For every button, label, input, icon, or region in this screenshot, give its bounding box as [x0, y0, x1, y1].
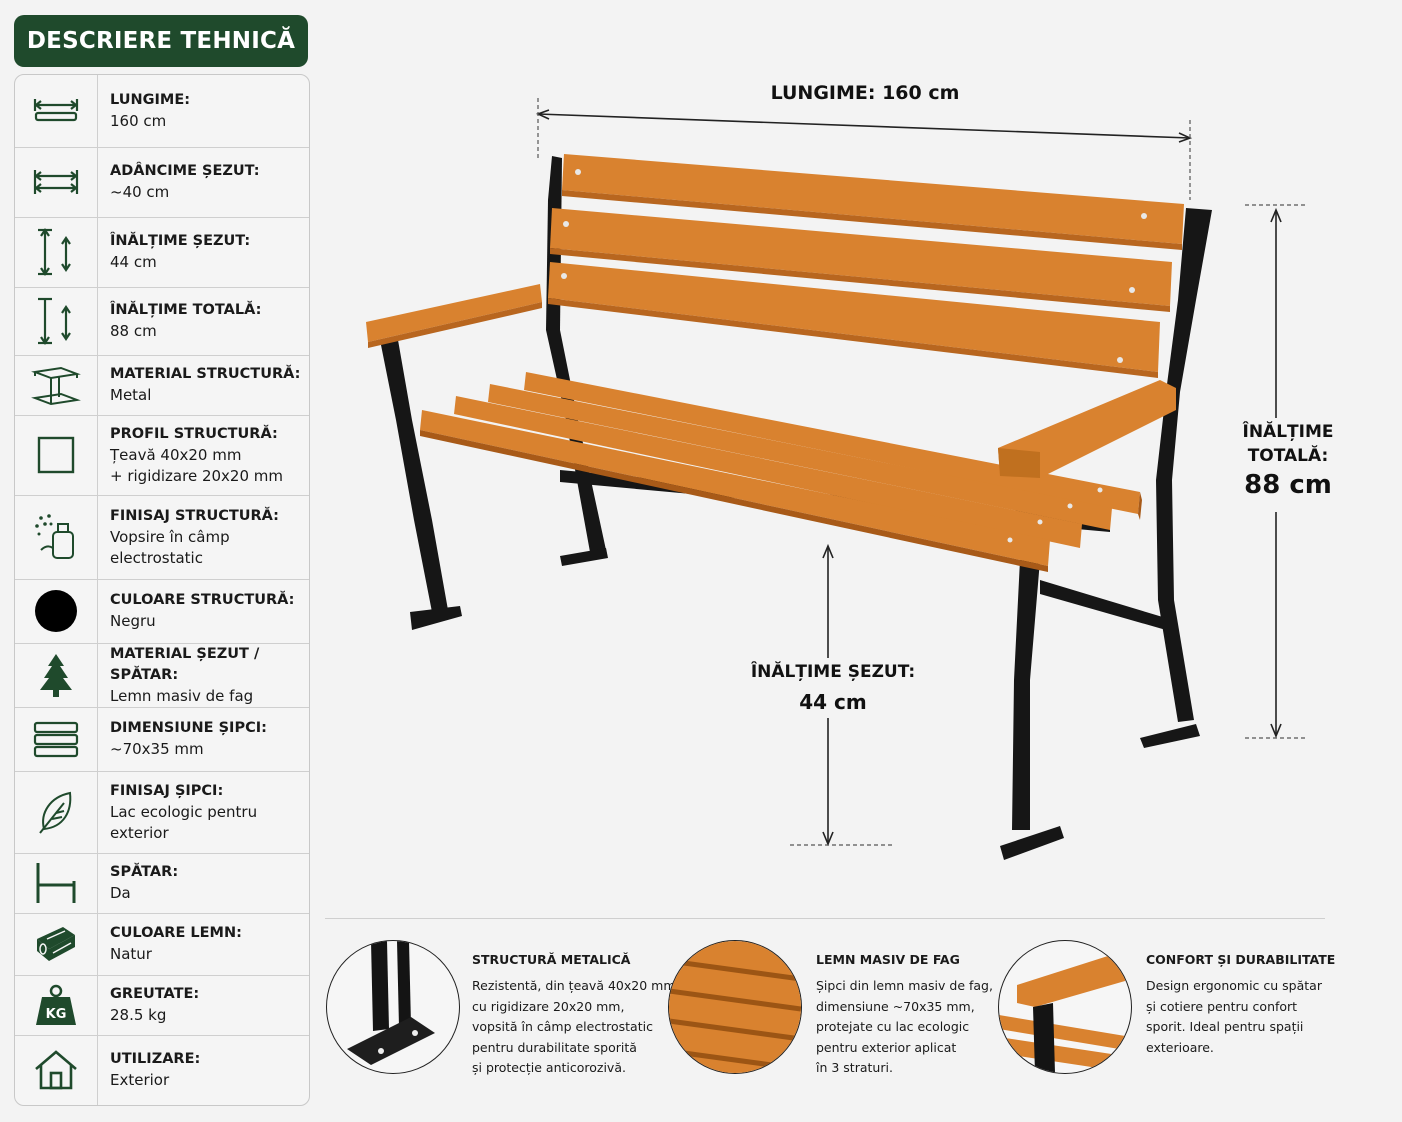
square-profile-icon: [15, 415, 98, 495]
spec-value: Negru: [110, 612, 156, 630]
metal-leg-detail: [326, 940, 460, 1074]
spec-value: Metal: [110, 386, 152, 404]
spec-value: Natur: [110, 945, 152, 963]
spec-row-backrest: SPĂTAR: Da: [15, 853, 309, 914]
spec-row-slat-finish: FINISAJ ȘIPCI: Lac ecologic pentru exteri…: [15, 771, 309, 854]
spec-label: DIMENSIUNE ȘIPCI:: [110, 720, 267, 736]
total-height-label: ÎNĂLȚIME TOTALĂ:: [1242, 422, 1334, 466]
divider: [325, 918, 1325, 919]
spec-value: Lac ecologic pentru exterior: [110, 802, 258, 842]
feature-text: Rezistentă, din țeavă 40x20 mm cu rigidi…: [472, 978, 676, 1075]
feature-title: CONFORT ȘI DURABILITATE: [1146, 952, 1336, 967]
spec-row-slat-size: DIMENSIUNE ȘIPCI: ~70x35 mm: [15, 707, 309, 772]
seat-height-value: 44 cm: [799, 690, 867, 714]
spec-label: PROFIL STRUCTURĂ:: [110, 425, 278, 442]
spec-row-structure-color: CULOARE STRUCTURĂ: Negru: [15, 579, 309, 644]
spec-value: Exterior: [110, 1071, 170, 1089]
feature-title: STRUCTURĂ METALICĂ: [472, 952, 631, 967]
depth-icon: [15, 147, 98, 217]
steel-beam-icon: [15, 355, 98, 415]
spec-label: MATERIAL STRUCTURĂ:: [110, 366, 301, 382]
total-height-value: 88 cm: [1244, 470, 1332, 500]
backrest-icon: [15, 853, 98, 913]
feature-title: LEMN MASIV DE FAG: [816, 952, 960, 967]
spec-row-total-height: ÎNĂLȚIME TOTALĂ: 88 cm: [15, 287, 309, 356]
seat-height-label: ÎNĂLȚIME ȘEZUT:: [750, 662, 916, 682]
spec-value: ~40 cm: [110, 183, 170, 201]
spec-label: ÎNĂLȚIME ȘEZUT:: [110, 233, 251, 249]
spec-row-structure-finish: FINISAJ STRUCTURĂ: Vopsire în câmp electr…: [15, 495, 309, 580]
leaf-icon: [15, 771, 98, 853]
spec-row-structure-profile: PROFIL STRUCTURĂ: Țeavă 40x20 mm + rigidi…: [15, 415, 309, 496]
spec-label: UTILIZARE:: [110, 1051, 201, 1067]
spec-value: 160 cm: [110, 112, 167, 130]
feature-text: Șipci din lemn masiv de fag, dimensiune …: [816, 978, 993, 1075]
spec-row-usage: UTILIZARE: Exterior: [15, 1035, 309, 1105]
spec-label: GREUTATE:: [110, 986, 200, 1002]
spec-row-seat-height: ÎNĂLȚIME ȘEZUT: 44 cm: [15, 217, 309, 288]
weight-icon: KG: [15, 975, 98, 1035]
spec-label: CULOARE STRUCTURĂ:: [110, 592, 295, 608]
spec-value: Țeavă 40x20 mm + rigidizare 20x20 mm: [110, 445, 283, 485]
spec-label: LUNGIME:: [110, 92, 191, 108]
length-icon: [15, 75, 98, 147]
spec-row-length: LUNGIME: 160 cm: [15, 75, 309, 148]
spec-value: 88 cm: [110, 322, 157, 340]
spec-label: ÎNĂLȚIME TOTALĂ:: [110, 302, 262, 318]
slats-icon: [15, 707, 98, 771]
spec-label: ADÂNCIME ȘEZUT:: [110, 163, 260, 179]
total-height-icon: [15, 287, 98, 355]
weight-icon-text: KG: [46, 1007, 67, 1022]
spec-value: 44 cm: [110, 253, 157, 271]
spec-label: MATERIAL ȘEZUT / SPĂTAR:: [110, 645, 260, 683]
wood-log-icon: [15, 913, 98, 975]
tree-icon: [15, 643, 98, 707]
spec-label: CULOARE LEMN:: [110, 925, 242, 941]
spec-value: Vopsire în câmp electrostatic: [110, 527, 230, 567]
spec-value: 28.5 kg: [110, 1006, 167, 1024]
spec-table: LUNGIME: 160 cm ADÂNCIME ȘEZUT: ~40 cm ÎNĂ…: [14, 74, 310, 1106]
spec-label: FINISAJ STRUCTURĂ:: [110, 507, 279, 524]
wood-slats-detail: [668, 940, 802, 1074]
length-dimension-label: LUNGIME: 160 cm: [770, 82, 960, 104]
spec-row-wood-color: CULOARE LEMN: Natur: [15, 913, 309, 976]
black-color-icon: [15, 579, 98, 643]
bench-illustration: [366, 98, 1308, 860]
house-icon: [15, 1035, 98, 1105]
spray-paint-icon: [15, 495, 98, 579]
spec-value: Da: [110, 884, 131, 902]
spec-row-structure-material: MATERIAL STRUCTURĂ: Metal: [15, 355, 309, 416]
spec-value: ~70x35 mm: [110, 740, 204, 758]
armrest-detail: [998, 940, 1132, 1074]
spec-value: Lemn masiv de fag: [110, 686, 254, 705]
spec-label: SPĂTAR:: [110, 864, 179, 880]
seat-height-icon: [15, 217, 98, 287]
feature-text: Design ergonomic cu spătar și cotiere pe…: [1146, 978, 1322, 1055]
page-title: DESCRIERE TEHNICĂ: [14, 15, 308, 67]
spec-row-weight: KG GREUTATE: 28.5 kg: [15, 975, 309, 1036]
spec-row-seat-depth: ADÂNCIME ȘEZUT: ~40 cm: [15, 147, 309, 218]
spec-label: FINISAJ ȘIPCI:: [110, 782, 224, 799]
spec-row-seat-material: MATERIAL ȘEZUT / SPĂTAR: Lemn masiv de fa…: [15, 643, 309, 708]
